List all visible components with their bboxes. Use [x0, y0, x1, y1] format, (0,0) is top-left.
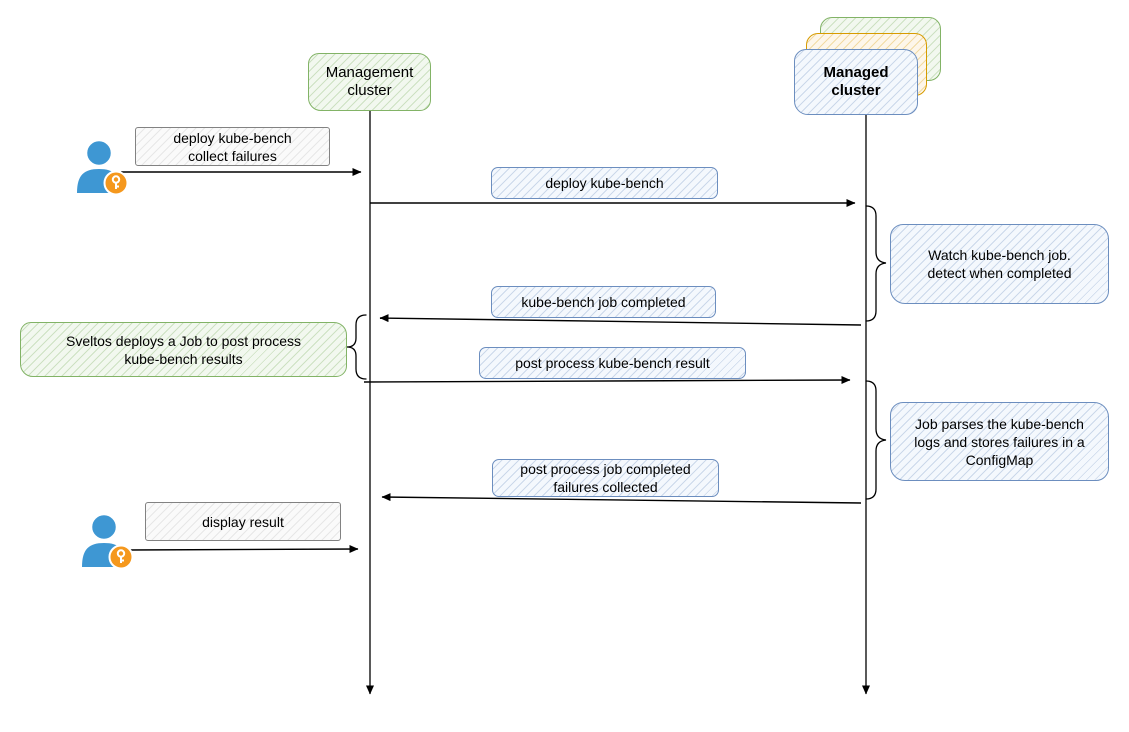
user-with-key-icon	[82, 512, 134, 570]
note-watch-kube-bench-job: Watch kube-bench job. detect when comple…	[890, 224, 1109, 304]
message-text: deploy kube-bench	[545, 175, 664, 191]
brace-job-parses-logs	[865, 380, 887, 500]
note-text: Job parses the kube-bench logs and store…	[914, 415, 1085, 468]
user-head	[84, 138, 114, 168]
key-stem	[120, 556, 124, 563]
message-label-display-result: display result	[145, 502, 341, 541]
note-job-parses-kube-bench-logs: Job parses the kube-bench logs and store…	[890, 402, 1109, 481]
actor-management-cluster: Management cluster	[308, 53, 431, 111]
arrow-post-process-kube-bench-result	[363, 376, 851, 385]
actor-management-cluster-label: Management cluster	[325, 64, 414, 99]
message-label-deploy-kube-bench: deploy kube-bench	[491, 167, 718, 199]
message-label-post-process-kube-bench-result: post process kube-bench result	[479, 347, 746, 379]
message-label-post-process-job-completed: post process job completed failures coll…	[492, 459, 719, 497]
message-text: display result	[202, 513, 284, 530]
note-text: Watch kube-bench job. detect when comple…	[927, 247, 1072, 281]
user-with-key-icon	[77, 138, 129, 196]
arrow-post-process-job-completed	[381, 493, 862, 504]
message-text: kube-bench job completed	[521, 294, 686, 310]
message-label-deploy-kube-bench-collect-failures: deploy kube-bench collect failures	[135, 127, 330, 166]
brace-sveltos-deploys-job	[346, 314, 367, 380]
actor-managed-cluster-label: Managed cluster	[823, 64, 889, 99]
note-text: Sveltos deploys a Job to post process ku…	[65, 332, 302, 367]
user-head	[89, 512, 119, 542]
note-sveltos-deploys-job: Sveltos deploys a Job to post process ku…	[20, 322, 347, 377]
message-text: post process kube-bench result	[515, 355, 710, 371]
message-label-kube-bench-job-completed: kube-bench job completed	[491, 286, 716, 318]
message-text: deploy kube-bench collect failures	[173, 129, 292, 164]
arrow-display-result	[127, 545, 359, 554]
message-text: post process job completed failures coll…	[520, 461, 691, 495]
brace-watch-kube-bench	[865, 205, 887, 322]
actor-managed-cluster: Managed cluster	[794, 49, 918, 115]
key-stem	[115, 182, 119, 189]
arrow-kube-bench-job-completed	[379, 314, 862, 326]
